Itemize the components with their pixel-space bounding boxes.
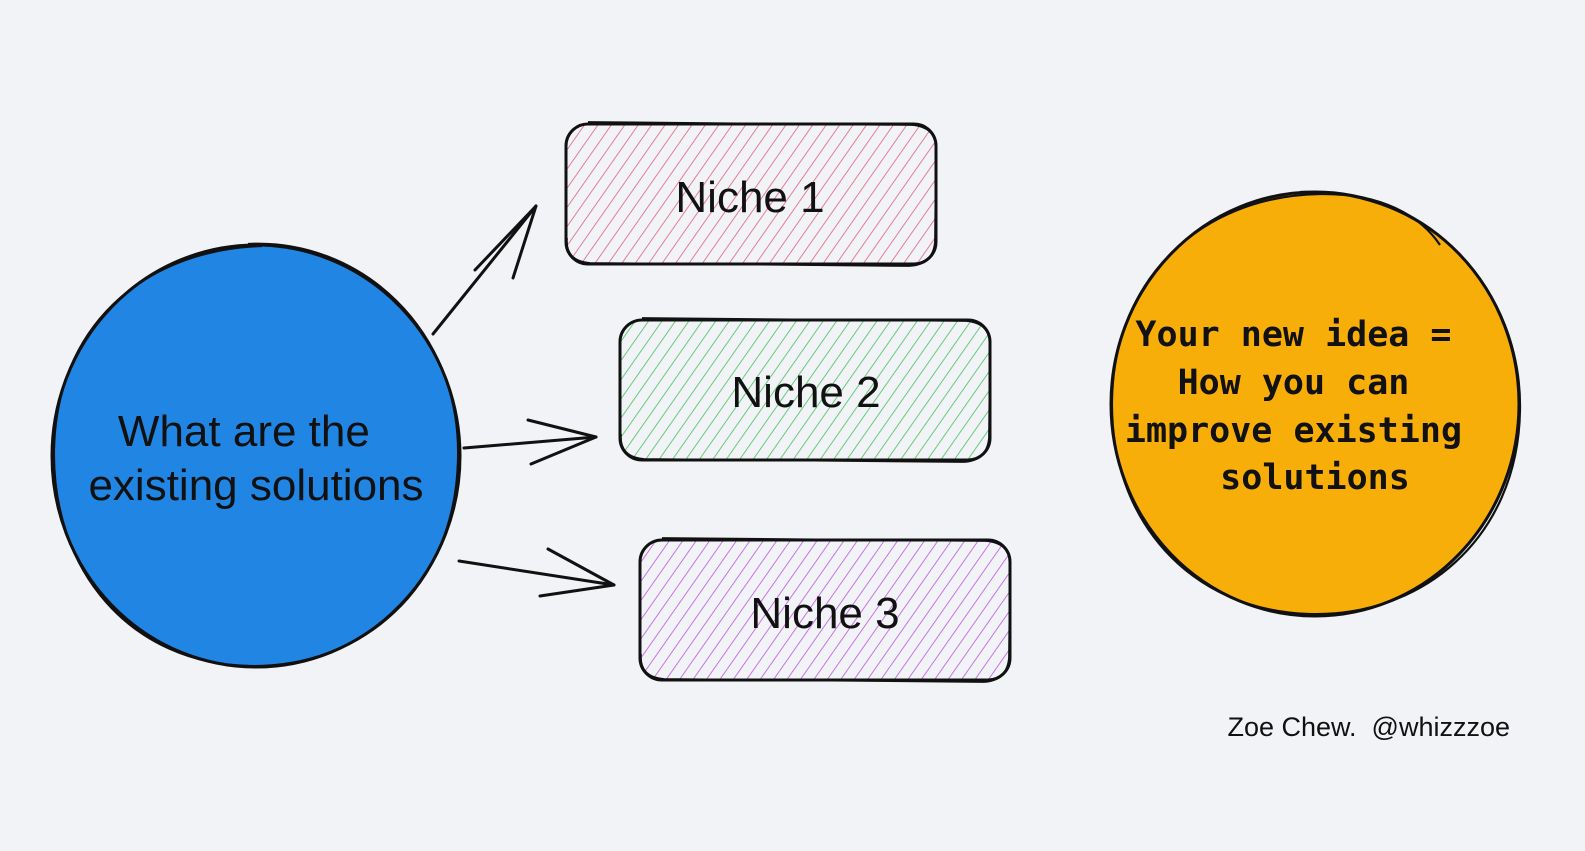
source-node-text: What are the existing solutions (88, 407, 423, 510)
niche-label-3: Niche 3 (750, 589, 899, 638)
niche-box-2-sketch-stroke (620, 317, 991, 463)
source-node-line-2: existing solutions (88, 461, 423, 510)
niche-box-1: Niche 1 (564, 121, 938, 267)
niche-label-2: Niche 2 (731, 368, 880, 417)
arrow-to-niche-3 (457, 547, 616, 598)
source-node: What are the existing solutions (50, 242, 462, 669)
result-node-line-2: How you can (1178, 363, 1410, 403)
result-node-text: Your new idea = How you can improve exis… (1125, 315, 1483, 498)
result-circle-sketch-stroke (1110, 190, 1522, 616)
niche-box-3: Niche 3 (638, 537, 1012, 683)
author-credit: Zoe Chew. @whizzzoe (1227, 712, 1510, 742)
source-node-line-1: What are the (118, 407, 370, 456)
result-node-line-4: solutions (1220, 458, 1410, 498)
arrow-to-niche-2 (462, 418, 598, 466)
result-node: Your new idea = How you can improve exis… (1109, 190, 1522, 618)
source-circle (50, 243, 462, 669)
source-circle-sketch-stroke (52, 242, 460, 668)
niche-label-1: Niche 1 (675, 173, 824, 222)
niche-box-1-sketch-stroke (566, 121, 937, 267)
arrow-to-niche-1 (431, 204, 538, 336)
result-node-line-3: improve existing (1125, 411, 1462, 451)
niche-box-3-sketch-stroke (640, 537, 1011, 683)
result-node-line-1: Your new idea = (1135, 315, 1451, 355)
result-circle (1109, 190, 1521, 618)
niche-box-2: Niche 2 (618, 317, 992, 463)
